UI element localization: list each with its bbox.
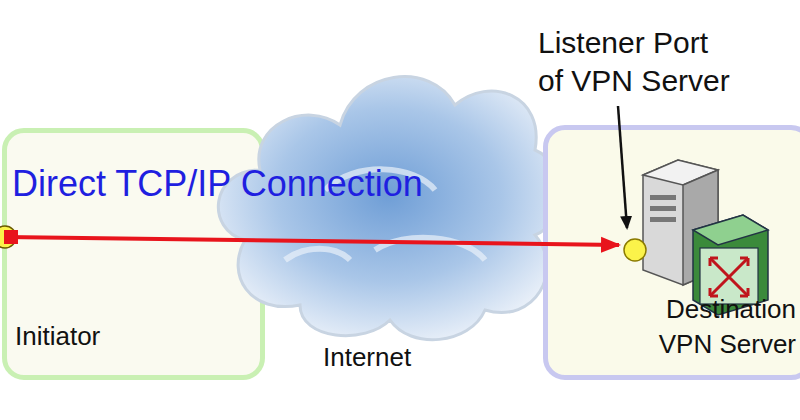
leader-line: [618, 106, 627, 228]
node-label: Internet: [323, 340, 411, 375]
network-box: Destination VPN Server: [543, 125, 800, 380]
node-label: Initiator: [15, 319, 100, 354]
node-label: Destination VPN Server: [618, 292, 796, 362]
edge-label: Direct TCP/IP Connection: [12, 162, 423, 205]
cloud-shape: [205, 40, 560, 380]
tcp-connection-arrow: [0, 226, 619, 248]
callout-label: Listener Port of VPN Server: [538, 24, 735, 99]
internet-cloud: Internet: [205, 40, 560, 383]
